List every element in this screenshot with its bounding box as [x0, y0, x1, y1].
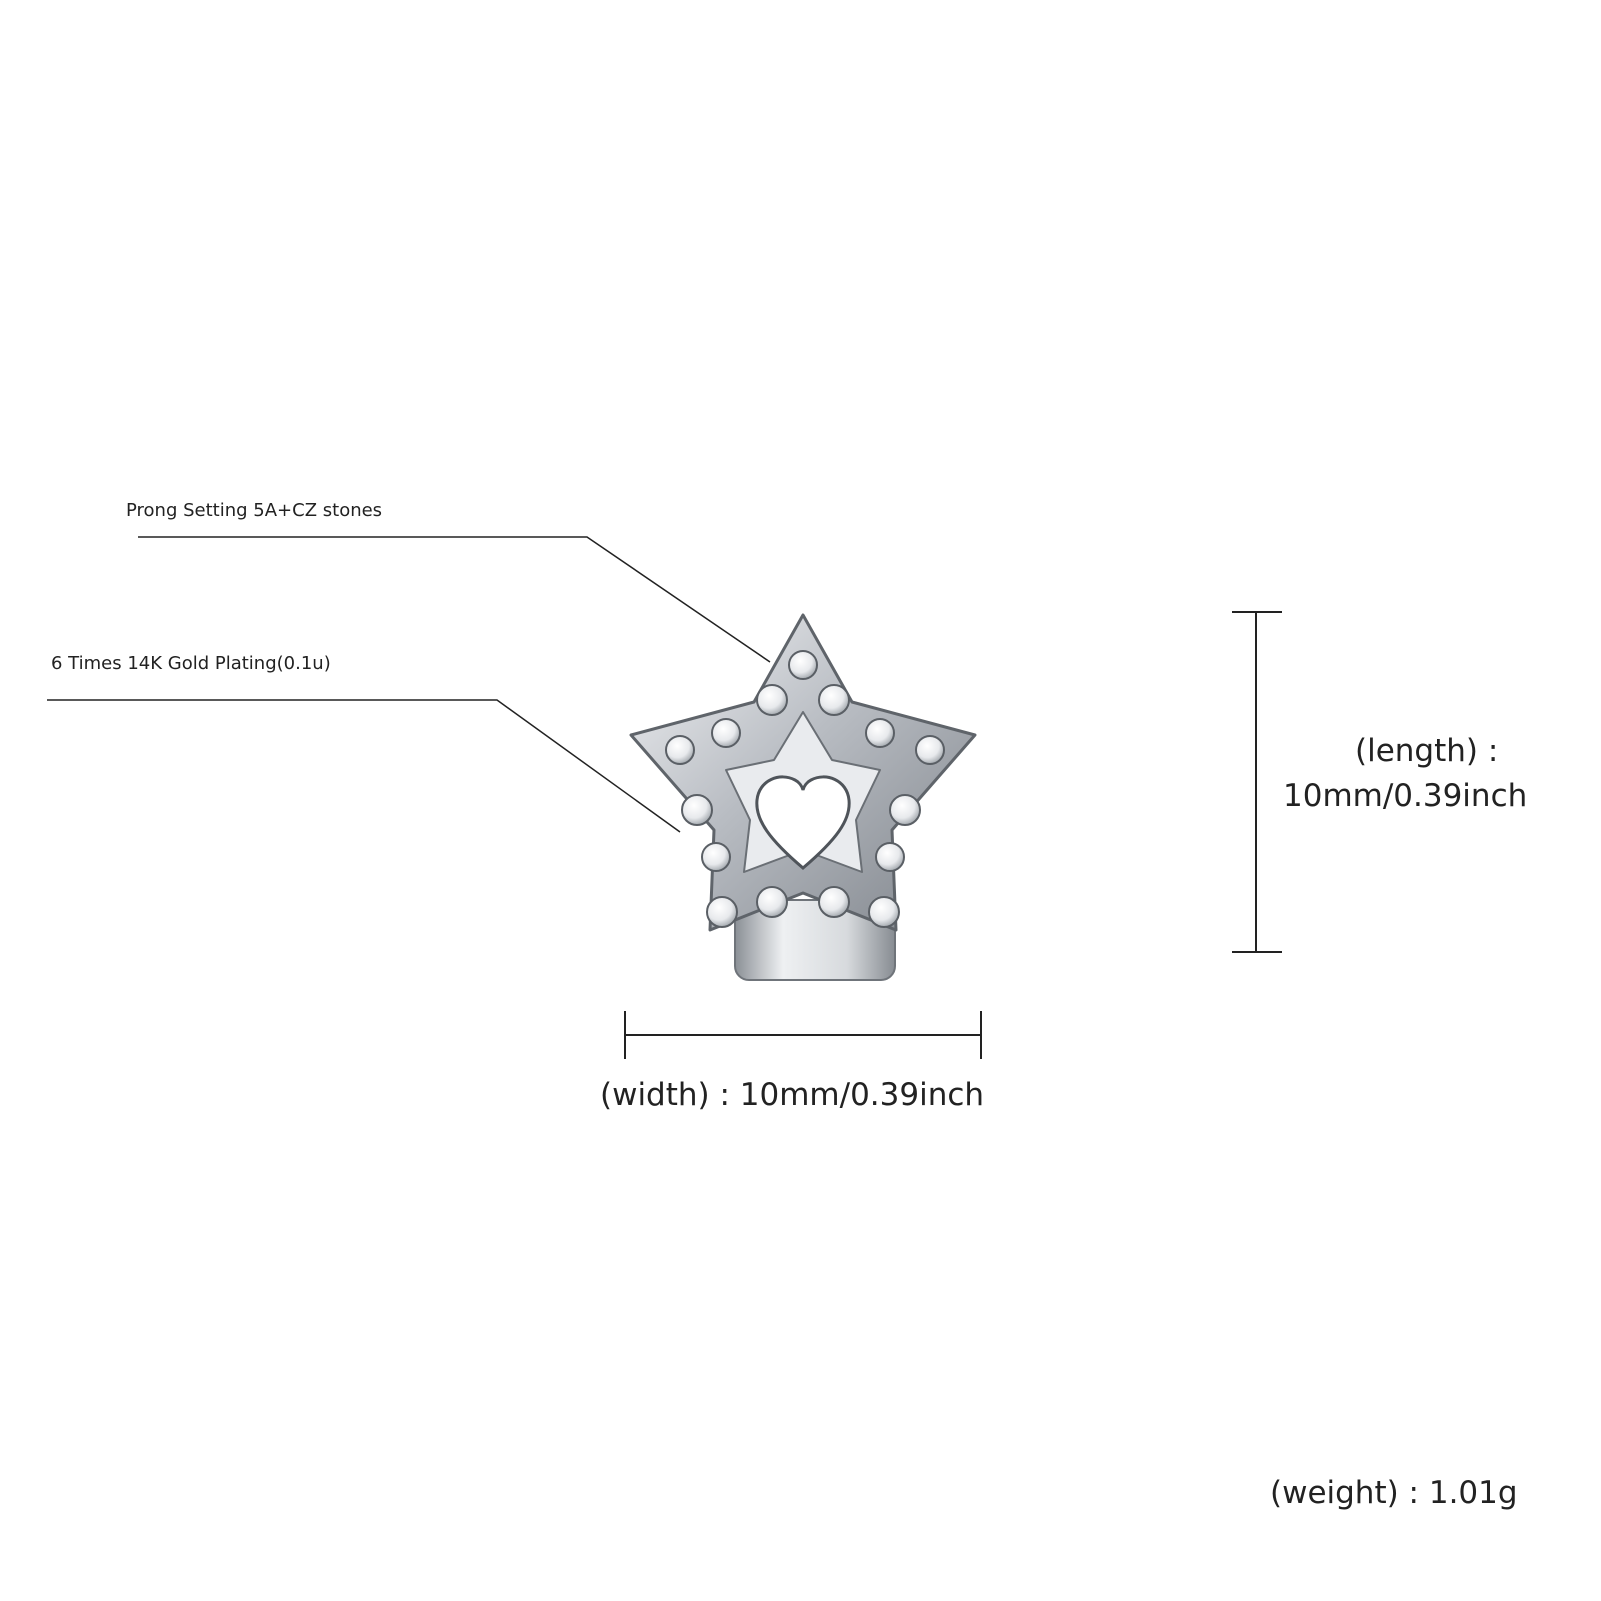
length-label: (length) : [1355, 733, 1499, 769]
stone [875, 842, 905, 872]
stone [788, 650, 818, 680]
stone [665, 735, 695, 765]
stone [756, 684, 788, 716]
stone [756, 886, 788, 918]
prong-leader-line [138, 536, 771, 663]
gold-plating-label: 6 Times 14K Gold Plating(0.1u) [51, 653, 331, 674]
plating-leader-line [47, 699, 681, 833]
prong-setting-label: Prong Setting 5A+CZ stones [126, 500, 383, 521]
stone [865, 718, 895, 748]
stone [915, 735, 945, 765]
heart-cutout-icon [755, 775, 851, 870]
cz-stones [665, 650, 945, 928]
dimension-lines [624, 611, 1282, 1059]
stone [889, 794, 921, 826]
width-label: (width) : 10mm/0.39inch [600, 1077, 985, 1113]
stone [701, 842, 731, 872]
weight-label: (weight) : 1.01g [1270, 1475, 1518, 1511]
stone [681, 794, 713, 826]
stone [818, 886, 850, 918]
grill-cap [734, 899, 896, 981]
stone [818, 684, 850, 716]
length-value: 10mm/0.39inch [1283, 778, 1528, 814]
stone [868, 896, 900, 928]
leader-lines [47, 536, 771, 833]
stone [706, 896, 738, 928]
star-grill-icon [629, 613, 977, 981]
stone [711, 718, 741, 748]
